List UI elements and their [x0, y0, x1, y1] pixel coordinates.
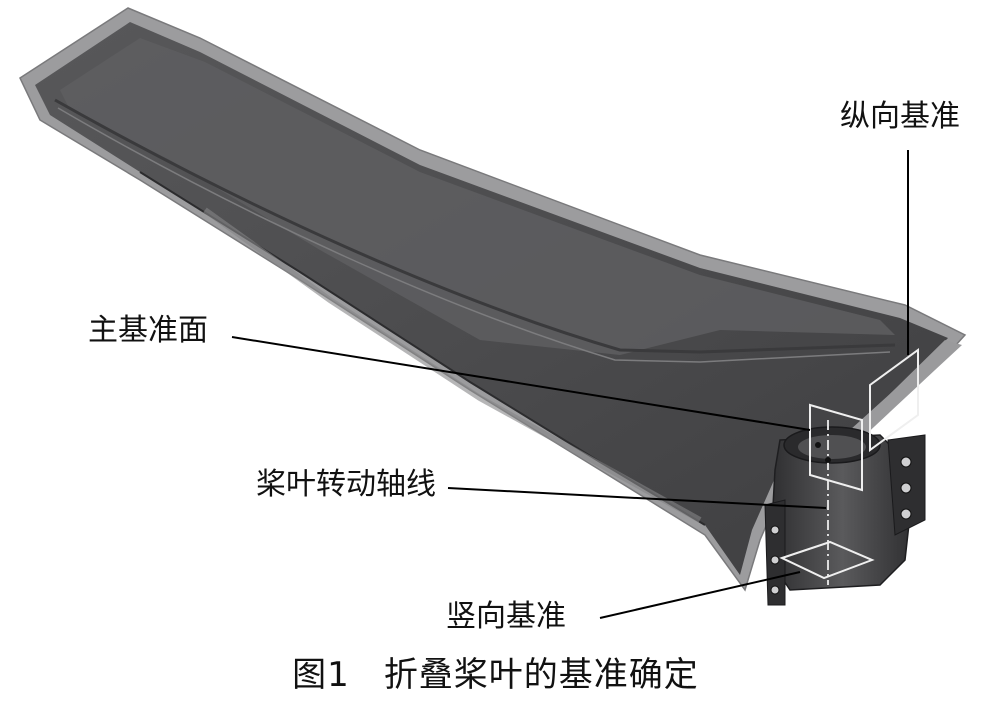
lug-hole-2: [900, 482, 912, 494]
lower-lug-hole-3: [770, 585, 780, 595]
leader-rotation-axis: [447, 487, 827, 509]
figure-title: 折叠桨叶的基准确定: [383, 655, 699, 695]
leader-main-datum-plane: [231, 336, 811, 431]
datum-point-2: [825, 457, 831, 463]
lower-lug-hole-1: [770, 525, 780, 535]
trailing-edge-rim: [203, 207, 702, 523]
leader-vertical-datum: [599, 571, 801, 619]
spar-ridge: [54, 98, 896, 354]
hub-bore-inner: [798, 435, 866, 459]
lug-hole-3: [900, 508, 912, 520]
figure-number: 图1: [292, 655, 350, 695]
blade-root-face: [848, 340, 962, 440]
label-main-datum-plane: 主基准面: [88, 313, 208, 348]
label-vertical-datum: 竖向基准: [446, 599, 566, 634]
label-blade-rotation-axis: 桨叶转动轴线: [256, 467, 436, 502]
lower-lug-hole-2: [770, 555, 780, 565]
label-longitudinal-datum: 纵向基准: [840, 99, 960, 134]
main-datum-plane-shape: [809, 403, 863, 492]
vertical-datum-plane-shape: [779, 540, 875, 580]
spar-ridge-highlight: [57, 107, 891, 363]
longitudinal-datum-plane-shape: [869, 348, 919, 452]
figure-caption: 图1 折叠桨叶的基准确定: [0, 655, 991, 695]
lug-hole-1: [900, 456, 912, 468]
datum-point-1: [815, 442, 821, 448]
blade-inner-panel: [60, 38, 895, 355]
